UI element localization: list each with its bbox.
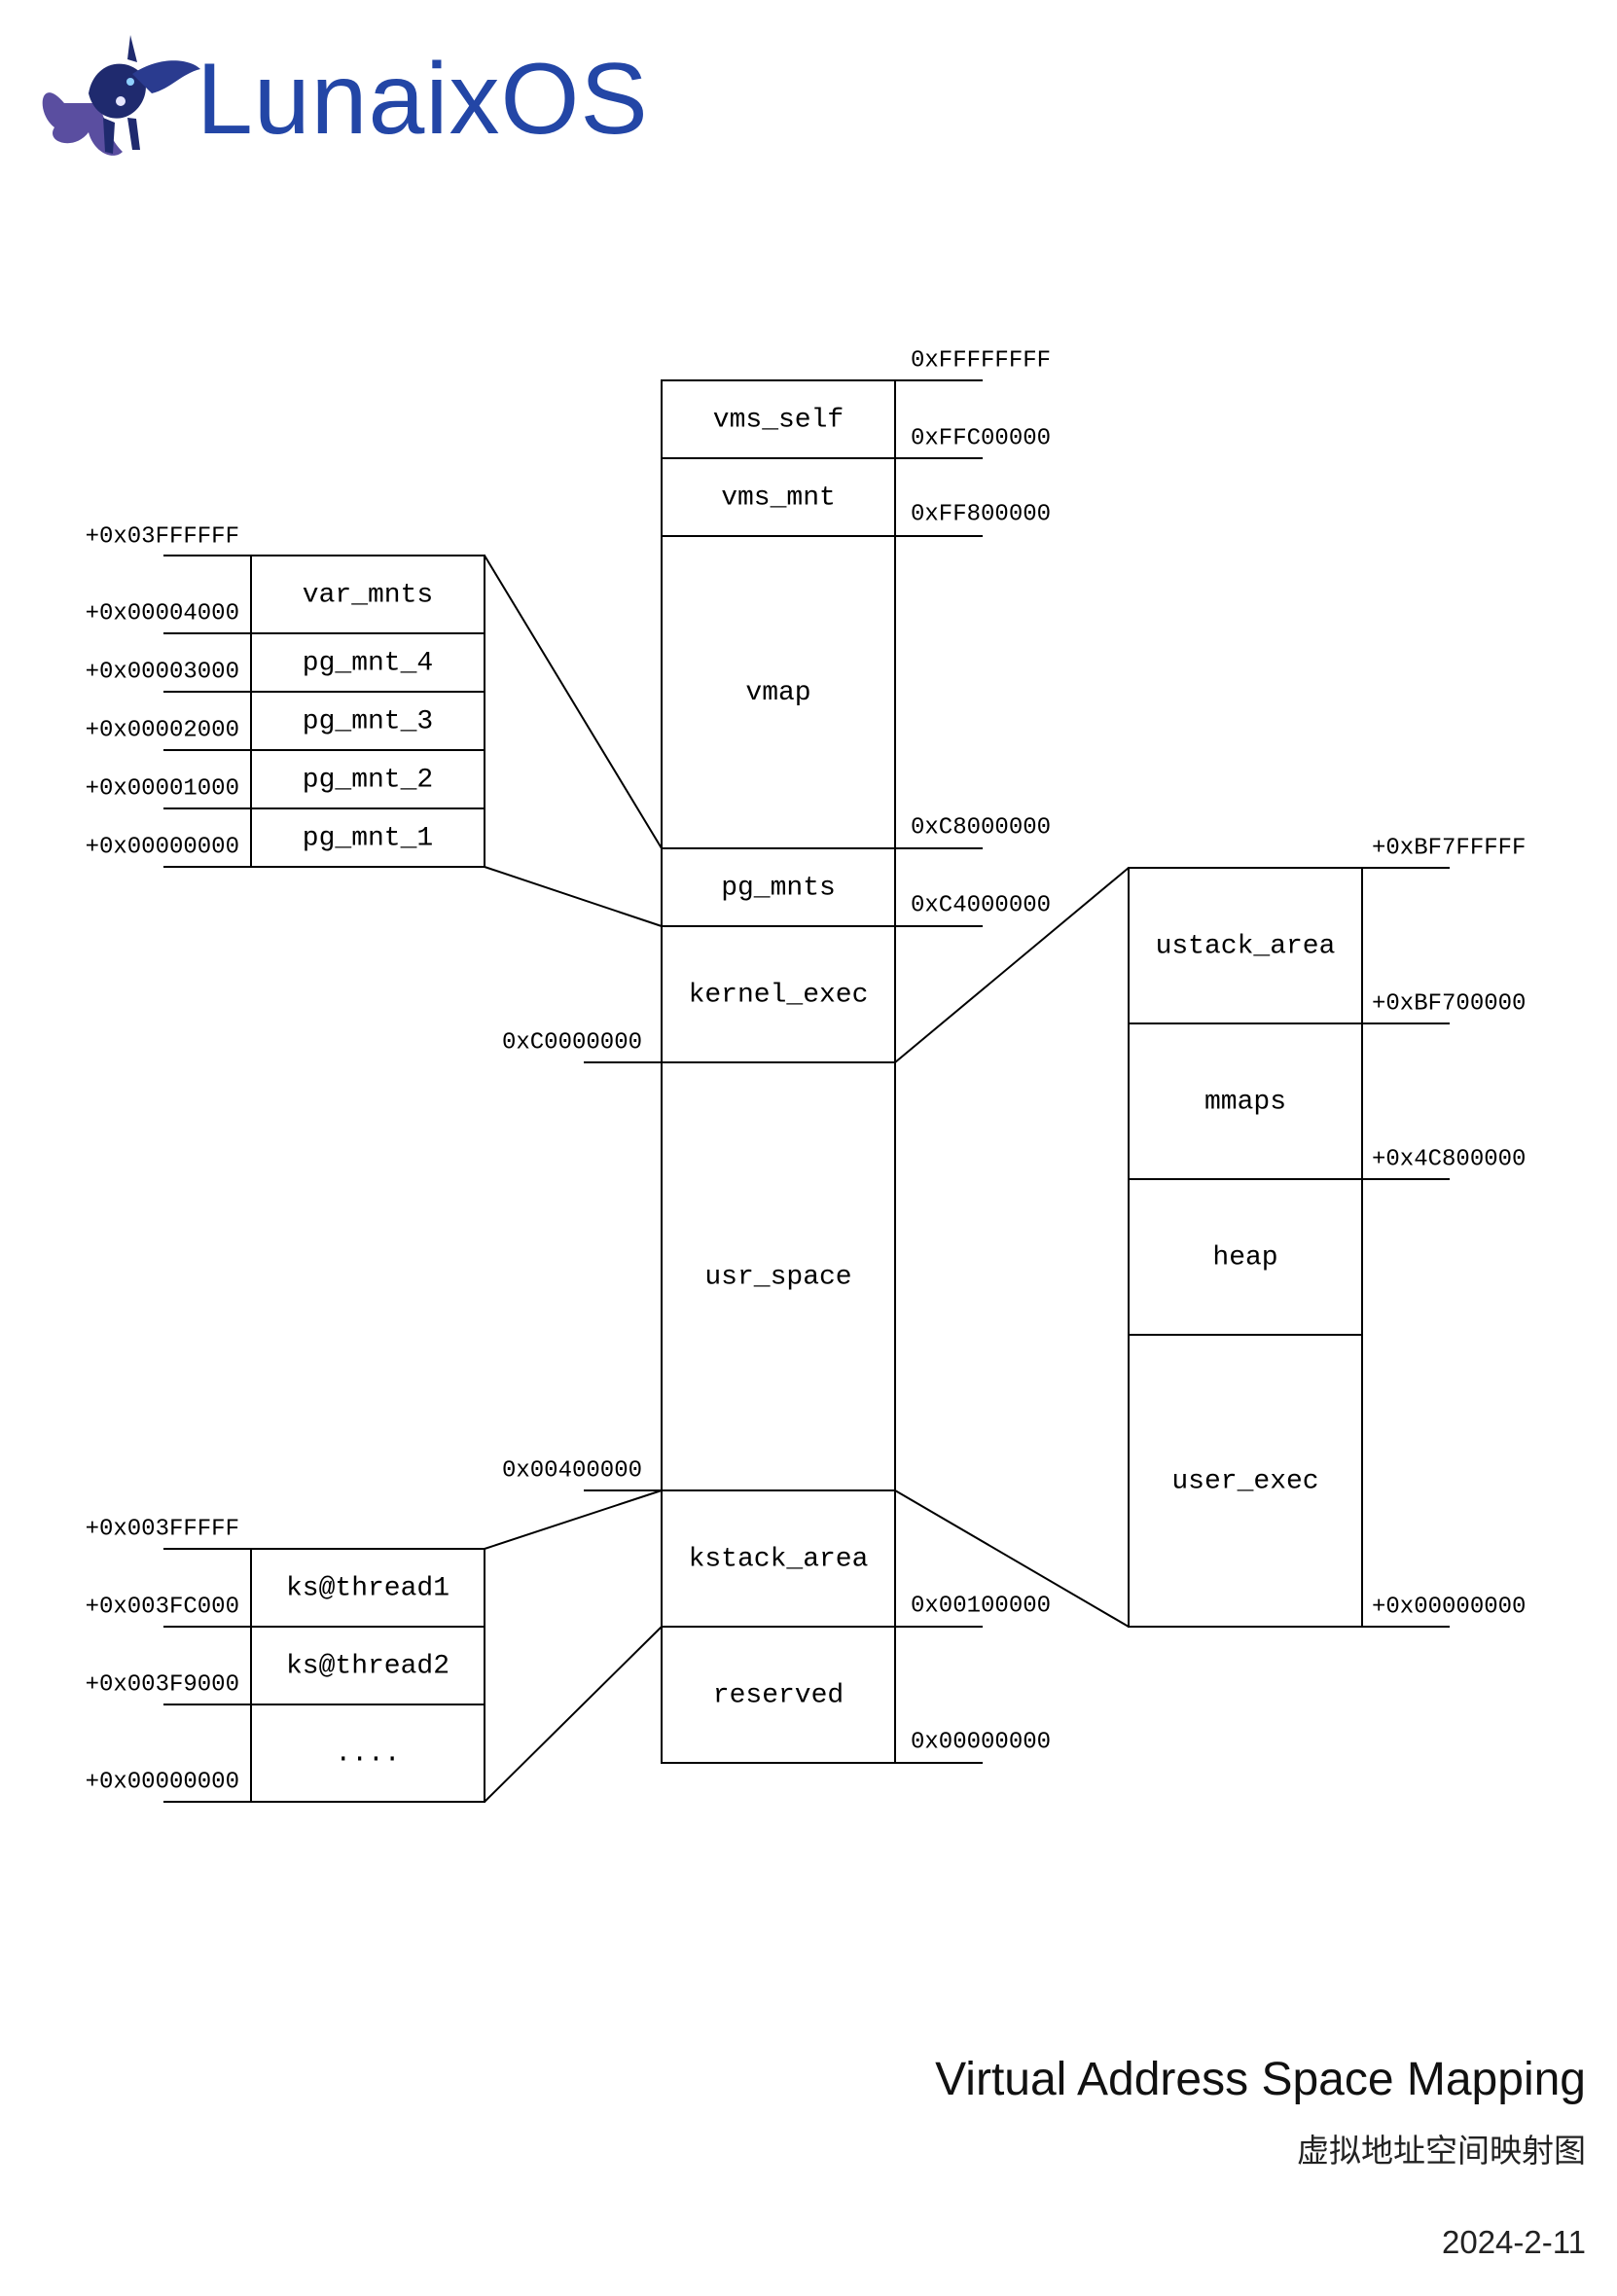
main-address-label: 0xFFFFFFFF — [911, 347, 1051, 374]
main-space-segment-label: vms_mnt — [721, 483, 836, 513]
main-space-segment-label: reserved — [713, 1680, 844, 1710]
user-offset-label: +0xBF7FFFFF — [1372, 835, 1526, 861]
pg-mnts-connector — [484, 555, 663, 849]
pg-mnts-detail-segment-label: pg_mnt_4 — [303, 648, 433, 678]
pg-mnts-detail-segment-label: pg_mnt_2 — [303, 765, 433, 795]
main-space-segment-label: kernel_exec — [689, 980, 869, 1010]
user-detail-segment-label: ustack_area — [1156, 931, 1336, 961]
pg-mnts-offset-label: +0x00000000 — [86, 834, 239, 860]
main-space-segment-label: vmap — [745, 678, 810, 708]
pg-mnts-detail-segment-box — [250, 807, 485, 868]
logo-wordmark: LunaixOS — [197, 43, 649, 156]
main-address-label: 0x00400000 — [502, 1457, 642, 1484]
pg-mnts-connector — [484, 866, 663, 927]
pg-mnts-detail-segment-label: pg_mnt_1 — [303, 823, 433, 853]
main-address-label: 0xC4000000 — [911, 892, 1051, 918]
main-address-label: 0xC8000000 — [911, 814, 1051, 841]
main-address-label: 0x00100000 — [911, 1593, 1051, 1619]
pg-mnts-offset-label: +0x00001000 — [86, 775, 239, 802]
main-space-segment-label: pg_mnts — [721, 873, 836, 903]
diagram-title: Virtual Address Space Mapping — [935, 2054, 1586, 2105]
main-space-segment-label: vms_self — [713, 405, 844, 435]
main-address-label: 0xFFC00000 — [911, 425, 1051, 451]
main-address-label: 0xFF800000 — [911, 501, 1051, 527]
main-space-segment-label: usr_space — [704, 1262, 851, 1292]
kstack-offset-label: +0x00000000 — [86, 1769, 239, 1795]
user-offset-label: +0x4C800000 — [1372, 1146, 1526, 1172]
user-detail-segment-label: user_exec — [1171, 1466, 1318, 1496]
logo — [42, 35, 200, 156]
user-detail-segment-label: mmaps — [1204, 1087, 1286, 1117]
main-space-segment-label: kstack_area — [689, 1544, 869, 1574]
pg-mnts-detail-segment-label: pg_mnt_3 — [303, 706, 433, 736]
main-address-label: 0x00000000 — [911, 1729, 1051, 1755]
pg-mnts-offset-label: +0x00004000 — [86, 600, 239, 627]
pg-mnts-detail-segment-label: var_mnts — [303, 580, 433, 610]
kstack-offset-label: +0x003F9000 — [86, 1671, 239, 1698]
pony-mascot-icon — [42, 35, 200, 156]
pg-mnts-offset-label: +0x00002000 — [86, 717, 239, 743]
kstack-detail-segment-label: .... — [335, 1739, 400, 1769]
kstack-connector — [484, 1489, 663, 1550]
pg-mnts-offset-label: +0x00003000 — [86, 659, 239, 685]
user-connector — [894, 867, 1130, 1063]
main-space-segment-box — [661, 1626, 896, 1764]
diagram-date: 2024-2-11 — [1441, 2224, 1586, 2260]
user-detail-segment-label: heap — [1212, 1242, 1277, 1273]
user-detail-segment-box — [1128, 1334, 1363, 1628]
pg-mnts-offset-label: +0x03FFFFFF — [86, 523, 239, 550]
user-offset-label: +0xBF700000 — [1372, 990, 1526, 1017]
kstack-detail-segment-label: ks@thread2 — [286, 1651, 449, 1681]
kstack-offset-label: +0x003FC000 — [86, 1594, 239, 1620]
kstack-connector — [484, 1626, 663, 1803]
diagram-subtitle: 虚拟地址空间映射图 — [1297, 2132, 1586, 2170]
user-offset-label: +0x00000000 — [1372, 1594, 1526, 1620]
user-connector — [894, 1489, 1130, 1628]
kstack-offset-label: +0x003FFFFF — [86, 1516, 239, 1542]
kstack-detail-segment-box — [250, 1704, 485, 1803]
main-address-label: 0xC0000000 — [502, 1029, 642, 1056]
kstack-detail-segment-label: ks@thread1 — [286, 1573, 449, 1603]
